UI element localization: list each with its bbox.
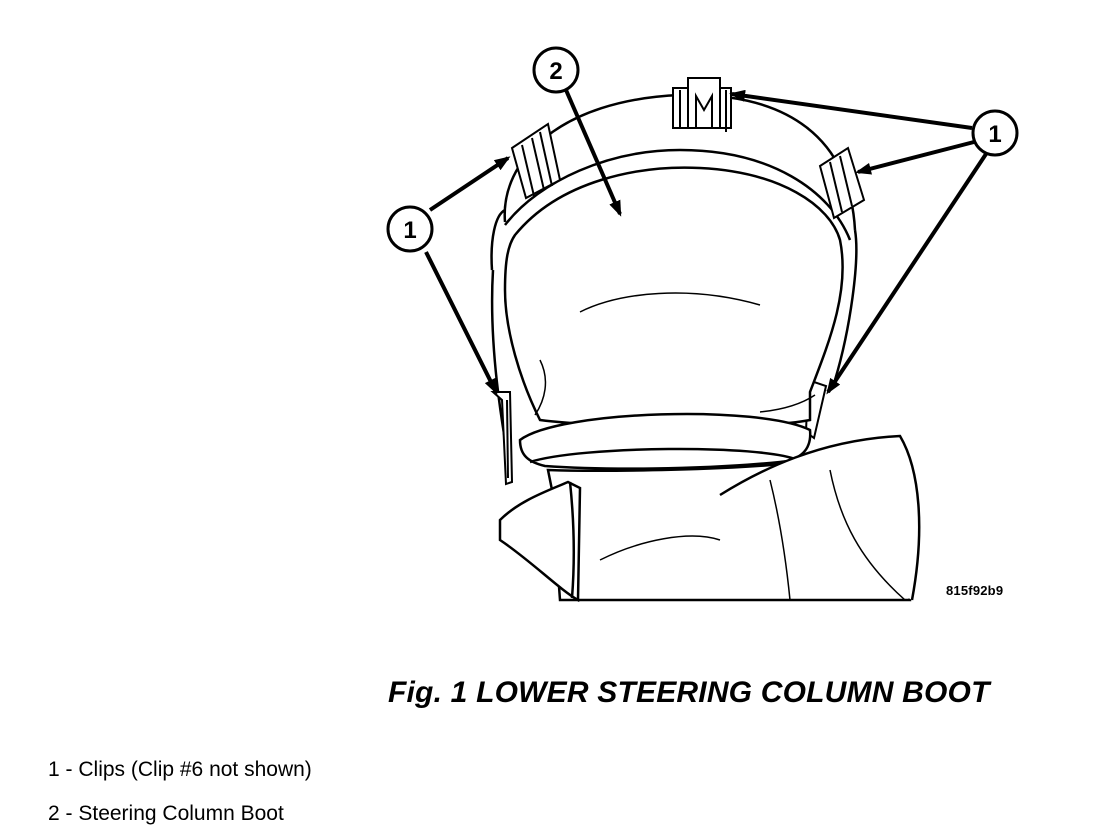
dash-contours xyxy=(599,469,906,601)
boot-collar xyxy=(518,412,812,470)
clip-left-upper xyxy=(510,122,562,200)
dash-trim xyxy=(498,434,921,603)
callout-2: 2 xyxy=(532,46,580,94)
legend-text: Steering Column Boot xyxy=(78,802,284,825)
leader-1-left-upper xyxy=(428,156,511,212)
legend-separator: - xyxy=(59,802,79,825)
callout-1-left: 1 xyxy=(386,205,434,253)
legend-separator: - xyxy=(59,758,79,781)
legend-number: 2 xyxy=(48,802,60,825)
leader-lines xyxy=(424,89,988,395)
callout-1-left-number: 1 xyxy=(403,217,416,244)
legend-item: 1 - Clips (Clip #6 not shown) xyxy=(48,758,312,782)
figure-code: 815f92b9 xyxy=(946,583,1004,598)
clip-right-upper xyxy=(818,146,866,220)
leader-2-boot xyxy=(564,89,622,217)
clip-top xyxy=(672,77,732,132)
legend-item: 2 - Steering Column Boot xyxy=(48,802,284,826)
steering-column-boot-illustration: 2 1 1 xyxy=(386,46,1019,603)
legend-number: 1 xyxy=(48,758,60,781)
leader-1-right-upper xyxy=(855,140,975,175)
leader-1-top xyxy=(729,89,973,130)
leader-1-right-lower xyxy=(826,152,988,395)
callout-1-right-number: 1 xyxy=(988,121,1001,148)
callout-1-right: 1 xyxy=(971,109,1019,157)
leader-1-left-lower xyxy=(424,251,498,395)
clip-left-lower xyxy=(490,391,514,486)
figure-caption: Fig. 1 LOWER STEERING COLUMN BOOT xyxy=(388,676,990,709)
callout-2-number: 2 xyxy=(549,58,562,85)
boot-body xyxy=(503,166,844,429)
boot-contours xyxy=(534,292,816,416)
legend-text: Clips (Clip #6 not shown) xyxy=(78,758,312,781)
